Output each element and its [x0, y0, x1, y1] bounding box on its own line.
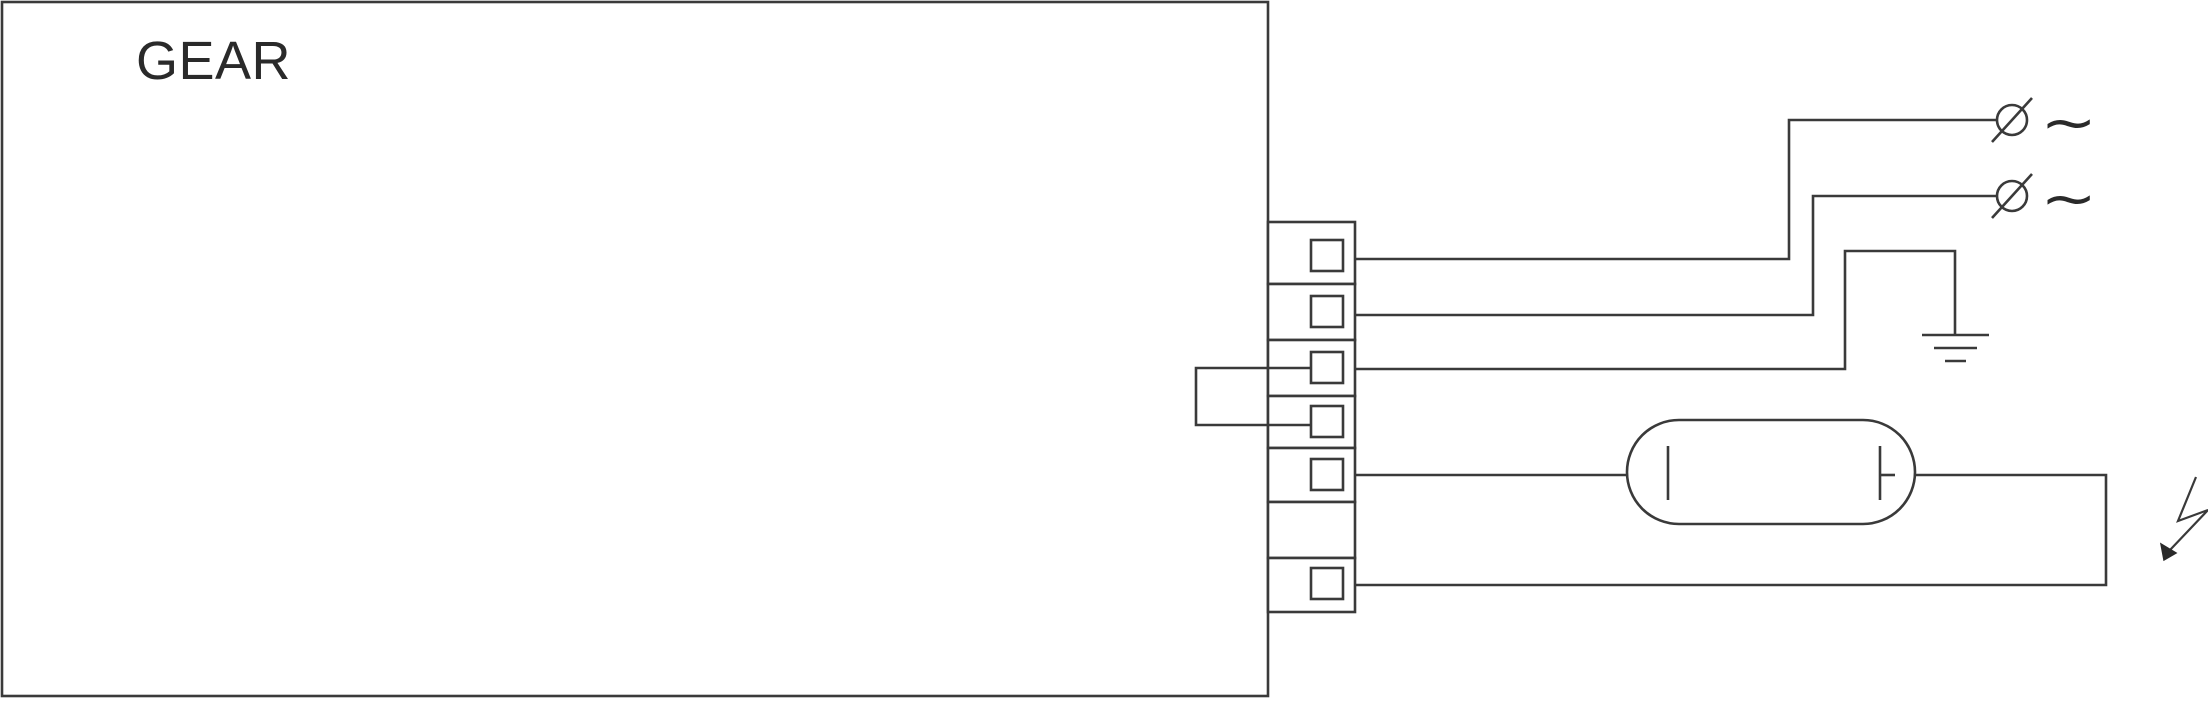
- light-emission-icon: [2159, 476, 2208, 562]
- terminal-circle-slash-icon: [1991, 97, 2033, 143]
- terminal-circle-slash-icon: [1991, 173, 2033, 219]
- earth-ground-icon: [1922, 333, 1989, 363]
- terminal-screw-5: [1309, 457, 1345, 492]
- lamp-wire-return: [1355, 473, 2108, 587]
- gear-title: GEAR: [136, 31, 292, 91]
- discharge-lamp-icon: [1625, 418, 1917, 526]
- terminal-screw-3: [1309, 350, 1345, 385]
- supply-ac-symbol-1: ~: [2040, 91, 2097, 154]
- terminal-cell-6-empty: [1266, 500, 1357, 560]
- terminal-screws: [1309, 238, 1345, 601]
- terminal-screw-7: [1309, 566, 1345, 601]
- supply-wire-1: [1355, 118, 1998, 261]
- gear-enclosure: [0, 0, 1270, 698]
- terminal-screw-2: [1309, 294, 1345, 329]
- terminal-screw-4: [1309, 404, 1345, 439]
- earth-wire: [1355, 249, 1957, 371]
- terminal-screw-1: [1309, 238, 1345, 273]
- supply-wire-2: [1355, 194, 1998, 317]
- bridge-link: [1194, 366, 1311, 427]
- supply-ac-symbol-2: ~: [2040, 167, 2097, 230]
